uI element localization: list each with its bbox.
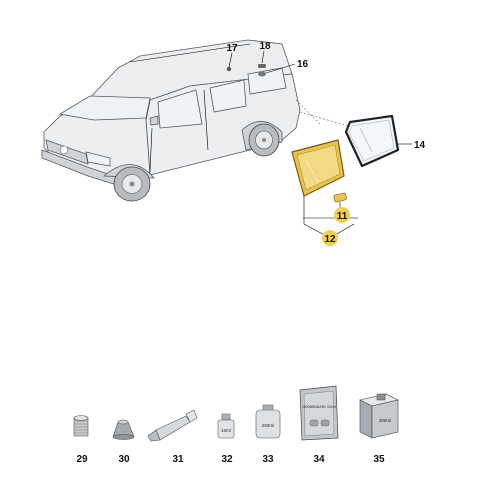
- part-34-label[interactable]: 34: [313, 454, 325, 465]
- callout-12[interactable]: 12: [324, 234, 336, 245]
- callout-17[interactable]: 17: [226, 43, 238, 54]
- vehicle-leader-lines: [228, 50, 349, 127]
- callout-badge-12: [322, 230, 338, 246]
- part-33-label[interactable]: 33: [262, 454, 274, 465]
- part-35-container-text: 200ml: [379, 418, 391, 423]
- part-34-container-text: D00650A250 12ml: [302, 404, 335, 409]
- part-34-kit[interactable]: D00650A250 12ml: [299, 385, 339, 441]
- part-33-container-text: 250ml: [262, 423, 274, 428]
- callout-11[interactable]: 11: [337, 211, 348, 222]
- spacer-part-11[interactable]: [333, 192, 347, 203]
- part-31-label[interactable]: 31: [172, 454, 184, 465]
- part-32-container-text: 10ml: [221, 428, 231, 433]
- callout-18[interactable]: 18: [259, 41, 271, 52]
- side-window-glass-14[interactable]: [344, 114, 400, 168]
- part-33-can[interactable]: 250ml: [255, 404, 281, 439]
- part-29-label[interactable]: 29: [76, 454, 88, 465]
- part-30-clip[interactable]: [112, 419, 135, 440]
- part-31-tube[interactable]: [147, 409, 198, 442]
- part-35-container[interactable]: 200ml: [359, 393, 399, 439]
- part-35-label[interactable]: 35: [373, 454, 385, 465]
- side-window-glass-12-highlighted[interactable]: [291, 139, 345, 197]
- part-32-bottle[interactable]: 10ml: [217, 413, 235, 439]
- callout-16[interactable]: 16: [297, 59, 309, 70]
- part-30-label[interactable]: 30: [118, 454, 130, 465]
- callout-badge-11: [334, 207, 350, 223]
- van-illustration: [41, 39, 301, 202]
- part-32-label[interactable]: 32: [221, 454, 233, 465]
- part-29-bolt[interactable]: [73, 415, 89, 437]
- callout-14[interactable]: 14: [414, 140, 426, 151]
